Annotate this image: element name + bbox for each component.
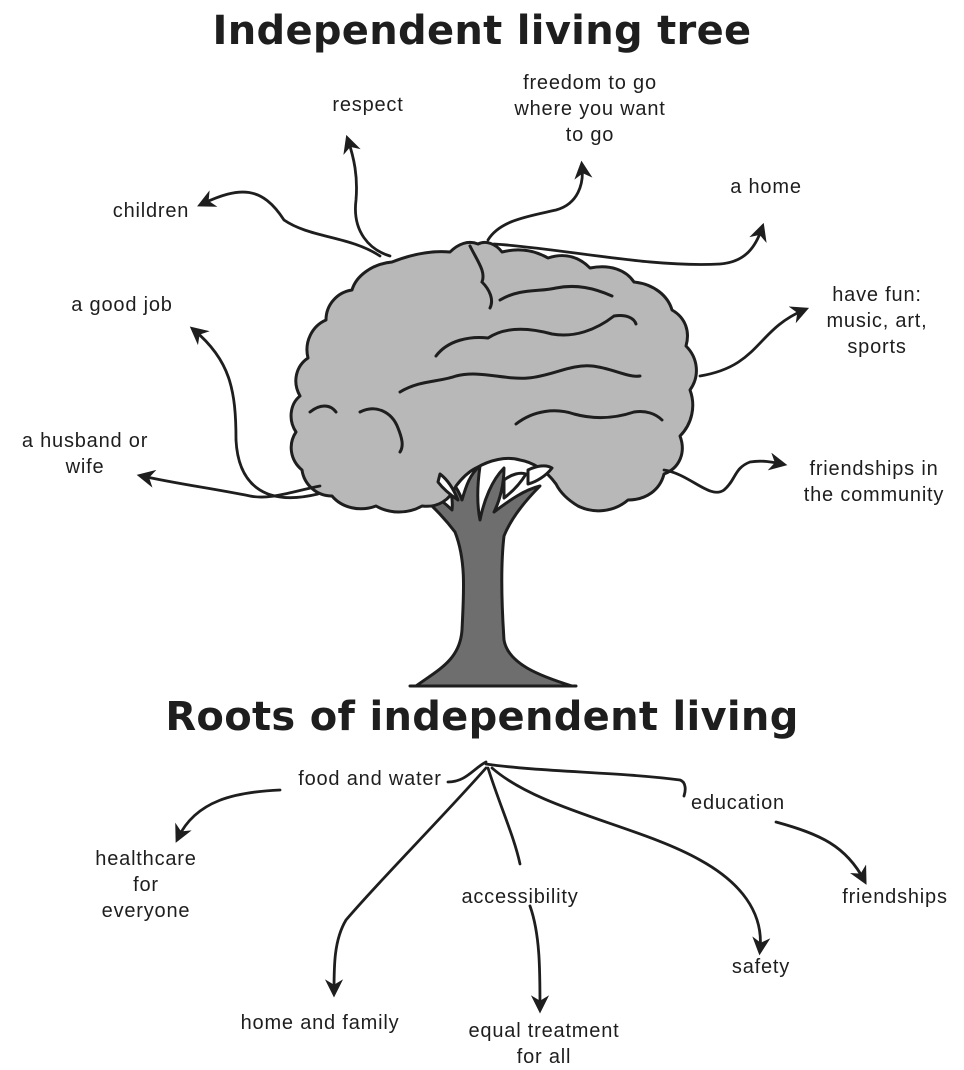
label-food-water: food and water (298, 768, 442, 790)
arrow-respect (343, 134, 392, 258)
label-spouse: a husband or wife (21, 430, 149, 478)
roots-title: Roots of independent living (165, 694, 799, 740)
label-home: a home (730, 176, 802, 198)
arrow-spouse (136, 469, 322, 499)
root-safety (490, 766, 771, 956)
label-friendships-community: friendships in the community (803, 458, 945, 506)
root-friendships (774, 820, 867, 885)
label-equal-treatment: equal treatment for all (468, 1020, 620, 1068)
label-friendships: friendships (842, 886, 948, 908)
label-home-family: home and family (240, 1012, 400, 1034)
tree-title: Independent living tree (212, 8, 752, 54)
root-accessibility (486, 766, 522, 866)
root-home-family (324, 766, 488, 998)
label-have-fun: have fun: music, art, sports (826, 284, 928, 358)
label-respect: respect (332, 94, 404, 116)
root-arrows (175, 760, 867, 1014)
arrow-have-fun (698, 306, 810, 378)
trunk-forks (436, 464, 554, 502)
arrow-children (197, 190, 382, 258)
arrow-freedom (486, 160, 593, 242)
root-education (484, 762, 687, 798)
label-education: education (691, 792, 785, 814)
label-good-job: a good job (71, 294, 173, 316)
label-accessibility: accessibility (461, 886, 579, 908)
canopy-detail (308, 244, 664, 454)
arrow-home (492, 222, 767, 266)
label-safety: safety (731, 956, 791, 978)
root-equal-treatment (528, 904, 550, 1014)
label-children: children (112, 200, 190, 222)
root-healthcare (175, 788, 282, 843)
label-freedom: freedom to go where you want to go (514, 72, 666, 146)
root-food-water (446, 760, 488, 784)
label-healthcare: healthcare for everyone (95, 848, 197, 922)
branch-arrows (136, 134, 810, 500)
arrow-friendships-community (662, 452, 788, 494)
